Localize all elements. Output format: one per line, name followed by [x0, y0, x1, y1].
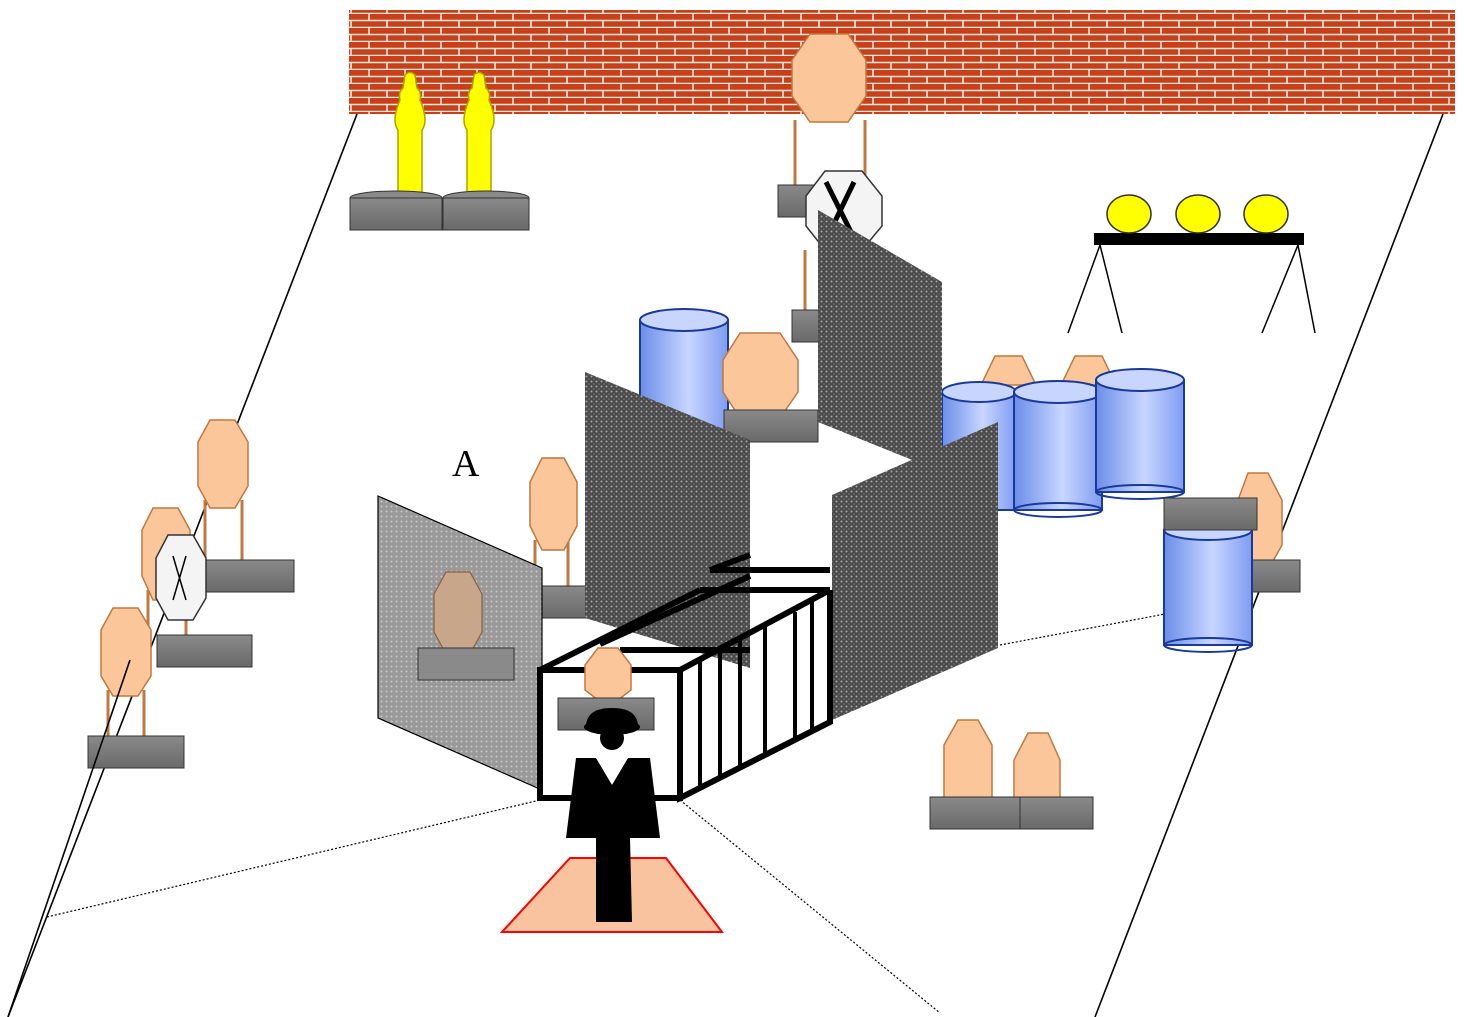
barrel [1095, 368, 1185, 500]
tunnel-slats [698, 602, 814, 787]
popper-targets [349, 71, 530, 231]
mesh-wall [818, 210, 942, 472]
barrel-right [1163, 497, 1258, 653]
plate-target [1175, 194, 1221, 234]
popper-target [394, 71, 426, 196]
front-right-targets [929, 719, 1094, 830]
target-base [156, 634, 253, 668]
soft-cover-panel [377, 495, 543, 791]
plate-rack [1067, 194, 1316, 334]
paper-target [197, 419, 295, 593]
mesh-wall [832, 422, 998, 720]
paper-target [87, 607, 185, 769]
shooter-figure [566, 708, 660, 922]
target-base [349, 190, 443, 231]
fault-lines [46, 613, 1166, 1014]
tunnel-cage [537, 552, 833, 803]
popper-target [463, 71, 495, 196]
plate-target [1106, 194, 1152, 234]
barrel [1013, 380, 1103, 518]
range-boundaries-front [7, 659, 131, 1017]
stage-label: A [452, 443, 480, 485]
brick-wall [349, 10, 1455, 114]
left-targets [87, 419, 295, 769]
plate-target [1243, 194, 1289, 234]
target-base [442, 190, 530, 231]
no-shoot-target [155, 534, 207, 621]
paper-target-mid [722, 332, 819, 443]
